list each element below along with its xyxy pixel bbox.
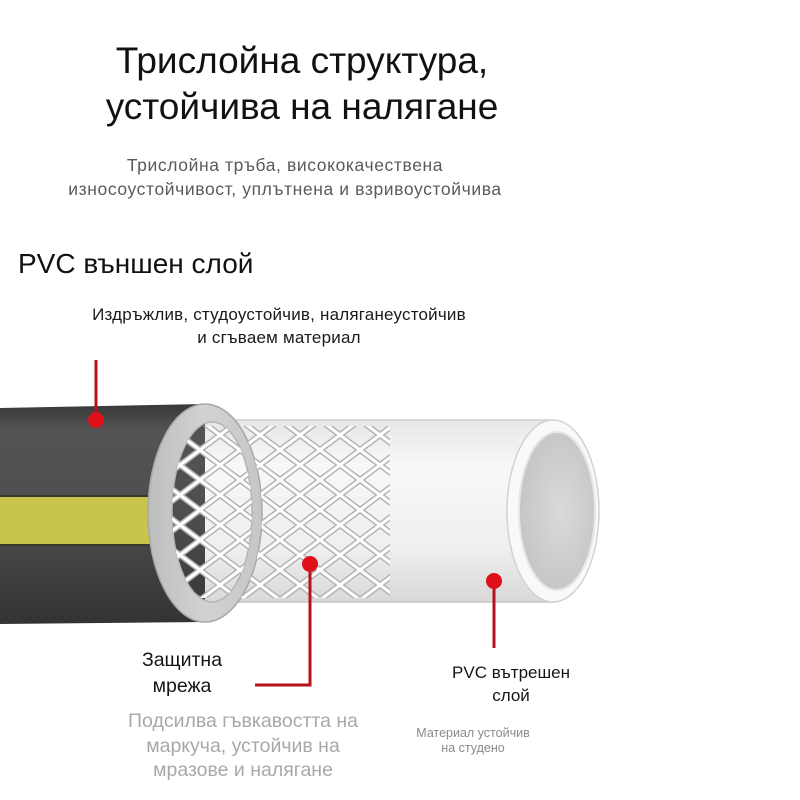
inner-tube-hole bbox=[518, 431, 596, 591]
marker-dot bbox=[486, 573, 502, 589]
outer-desc-line-2: и сгъваем материал bbox=[197, 328, 361, 347]
inner-label-line-1: PVC вътрешен bbox=[452, 663, 570, 682]
hose-stripe bbox=[0, 496, 165, 545]
marker-outer-layer bbox=[88, 360, 104, 428]
marker-dot bbox=[302, 556, 318, 572]
mesh-desc-line-2: маркуча, устойчив на bbox=[146, 734, 340, 757]
inner-desc-line-2: на студено bbox=[441, 741, 505, 755]
marker-inner-layer bbox=[486, 573, 502, 648]
mesh-label-line-1: Защитна bbox=[141, 649, 223, 671]
outer-desc-line-1: Издръжлив, студоустойчив, наляганеустойч… bbox=[92, 305, 466, 324]
page-title: Трислойна структура, устойчива на наляга… bbox=[0, 38, 604, 130]
inner-layer-description: Материал устойчив на студено bbox=[393, 726, 553, 756]
protective-mesh bbox=[168, 426, 390, 598]
outer-layer-heading: PVC външен слой bbox=[18, 248, 254, 279]
mesh-desc-line-3: мразове и налягане bbox=[153, 759, 333, 781]
inner-desc-line-1: Материал устойчив bbox=[416, 726, 530, 740]
mesh-layer-description: Подсилва гъвкавостта на маркуча, устойчи… bbox=[43, 709, 443, 783]
inner-layer-label: PVC вътрешен слой bbox=[411, 661, 611, 707]
inner-label-line-2: слой bbox=[492, 686, 530, 705]
mesh-label-line-2: мрежа bbox=[152, 675, 212, 697]
mesh-desc-line-1: Подсилва гъвкавостта на bbox=[128, 710, 358, 732]
marker-dot bbox=[88, 412, 104, 428]
page-subtitle: Трислойна тръба, висококачествена износо… bbox=[0, 153, 570, 201]
marker-mesh bbox=[255, 556, 318, 687]
title-line-1: Трислойна структура, bbox=[115, 40, 489, 81]
subtitle-line-1: Трислойна тръба, висококачествена bbox=[126, 155, 444, 175]
title-line-2: устойчива на налягане bbox=[105, 86, 499, 127]
subtitle-line-2: износоустойчивост, уплътнена и взривоуст… bbox=[68, 179, 502, 199]
outer-layer-description: Издръжлив, студоустойчив, наляганеустойч… bbox=[0, 303, 558, 349]
mesh-layer-label: Защитна мрежа bbox=[82, 647, 282, 699]
